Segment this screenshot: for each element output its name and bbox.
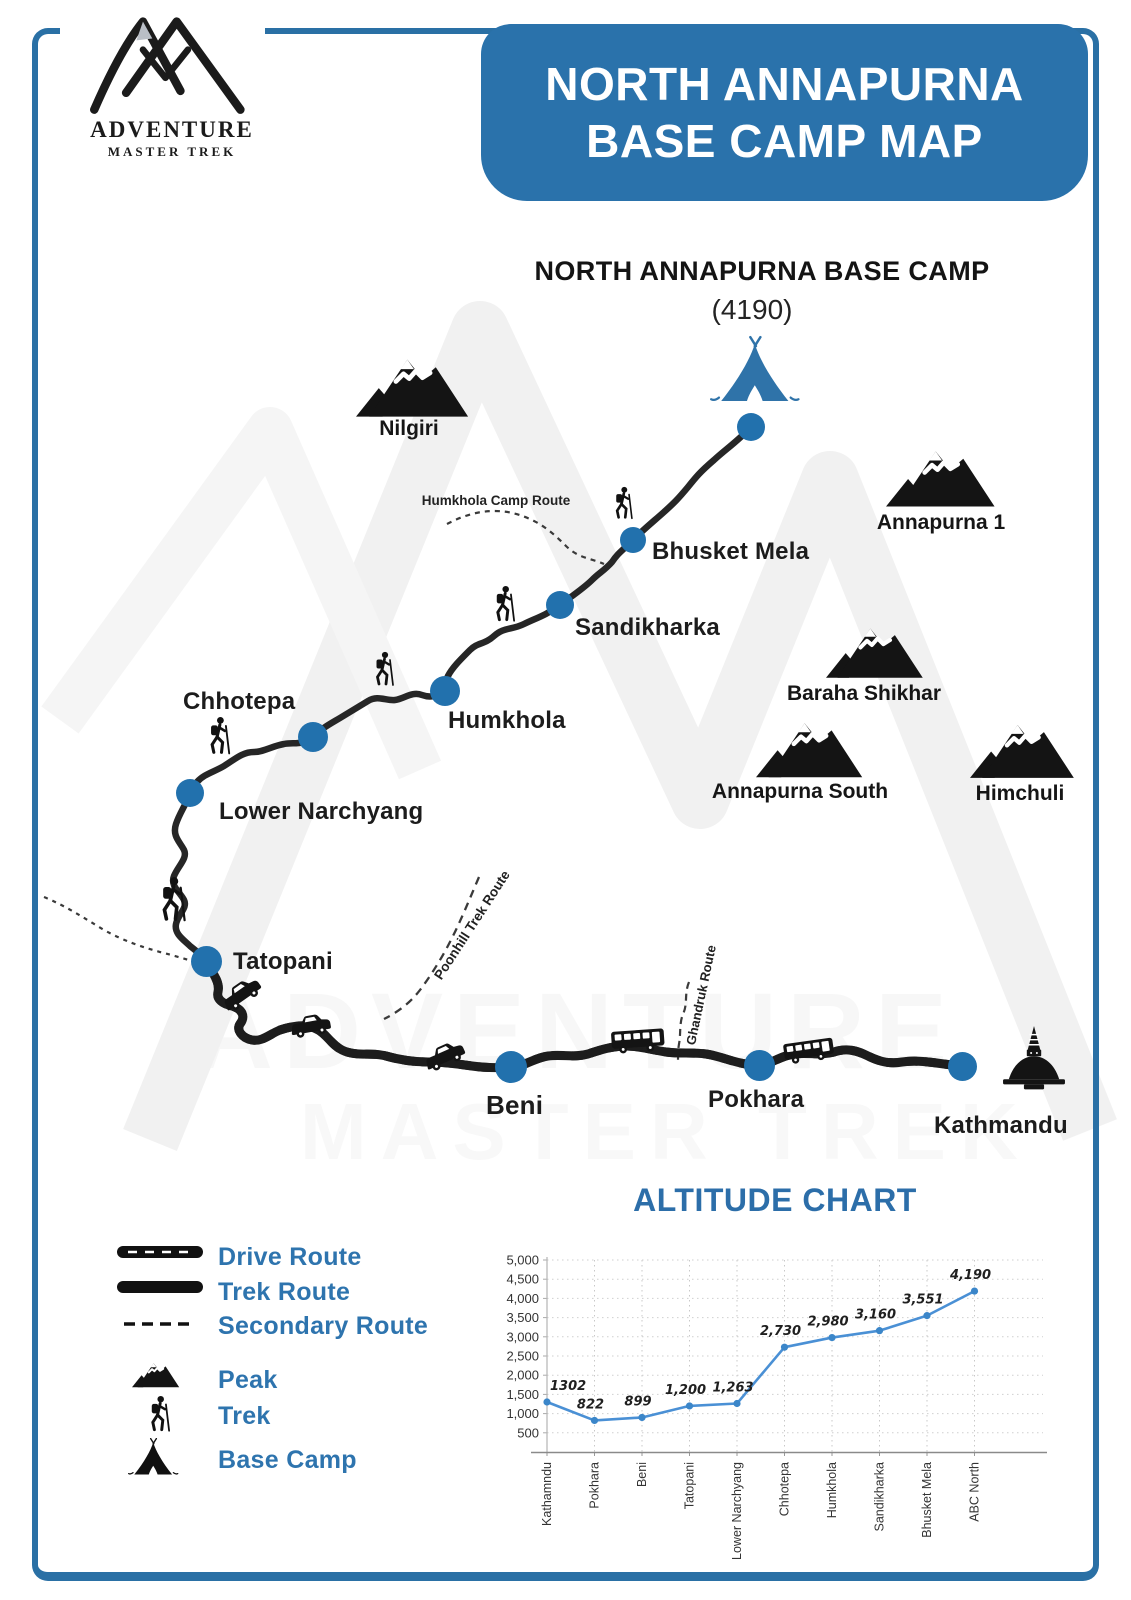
- peak-label-baraha-shikhar: Baraha Shikhar: [786, 682, 942, 705]
- stop-marker-humkhola: [430, 676, 460, 706]
- svg-text:3,000: 3,000: [506, 1329, 539, 1344]
- basecamp-marker: [737, 413, 765, 441]
- legend-label-base-camp: Base Camp: [218, 1446, 357, 1474]
- legend-label-trek: Trek: [218, 1402, 271, 1430]
- watermark-mountains: [41, 301, 1117, 1151]
- legend-label-drive-route: Drive Route: [218, 1243, 362, 1271]
- humkhola-camp-route-path: [446, 509, 605, 566]
- trekker-icon-2: [495, 584, 516, 623]
- map-label-pokhara: Pokhara: [708, 1086, 805, 1113]
- svg-text:822: 822: [577, 1397, 604, 1412]
- brand-name: ADVENTURE: [90, 117, 254, 142]
- legend-label-trek-route: Trek Route: [218, 1278, 351, 1306]
- svg-text:Chhotepa: Chhotepa: [778, 1462, 792, 1516]
- stop-marker-chhotepa: [298, 722, 328, 752]
- svg-text:4,000: 4,000: [506, 1291, 539, 1306]
- secondary-route-swatch: [124, 1322, 196, 1326]
- svg-text:3,500: 3,500: [506, 1310, 539, 1325]
- map-label-bhusket-mela: Bhusket Mela: [652, 538, 810, 565]
- svg-text:1,263: 1,263: [712, 1381, 753, 1396]
- stop-marker-pokhara: [744, 1050, 775, 1081]
- svg-text:1302: 1302: [550, 1379, 586, 1394]
- basecamp-elevation: (4190): [711, 294, 793, 325]
- annapurna-south-peak-icon: [756, 723, 862, 777]
- poster-title-line1: NORTH ANNAPURNA: [545, 57, 1024, 110]
- trekker-icon-1: [614, 485, 634, 520]
- base-camp-legend-icon: [128, 1438, 179, 1476]
- peak-label-annapurna1: Annapurna 1: [876, 511, 1006, 534]
- svg-text:3,551: 3,551: [902, 1293, 943, 1308]
- map-label-beni: Beni: [486, 1090, 544, 1120]
- ghandruk-route-path: [676, 981, 691, 1062]
- drive-route-swatch: [117, 1246, 203, 1258]
- svg-text:Humkhola: Humkhola: [825, 1462, 839, 1518]
- mountain-logo-icon: [90, 17, 245, 114]
- svg-text:1,500: 1,500: [506, 1387, 539, 1402]
- svg-text:899: 899: [624, 1394, 651, 1409]
- svg-text:Kathamndu: Kathamndu: [540, 1462, 554, 1526]
- map-label-chhotepa: Chhotepa: [183, 688, 296, 715]
- svg-text:Tatopani: Tatopani: [683, 1462, 697, 1509]
- legend-label-peak: Peak: [218, 1366, 278, 1394]
- altitude-chart-title: ALTITUDE CHART: [633, 1182, 917, 1218]
- trekker-icon-4: [209, 715, 231, 755]
- svg-text:Bhusket Mela: Bhusket Mela: [920, 1462, 934, 1538]
- map-label-sandikharka: Sandikharka: [575, 614, 720, 641]
- poster-title-line2: BASE CAMP MAP: [586, 114, 983, 167]
- trek-route-path: [169, 423, 755, 966]
- svg-text:3,160: 3,160: [855, 1308, 896, 1323]
- annapurna1-peak-icon: [886, 451, 995, 506]
- svg-text:Lower Narchyang: Lower Narchyang: [730, 1462, 744, 1560]
- poonhill-trek-route-path: [383, 876, 481, 1021]
- svg-text:5,000: 5,000: [506, 1253, 539, 1268]
- map-label-kathmandu: Kathmandu: [934, 1112, 1068, 1139]
- bus-icon-2: [782, 1037, 835, 1066]
- svg-text:2,980: 2,980: [807, 1315, 848, 1330]
- svg-text:2,730: 2,730: [760, 1324, 801, 1339]
- west-secondary-route-path: [43, 895, 193, 963]
- stop-marker-bhusket-mela: [620, 527, 646, 553]
- svg-text:1,000: 1,000: [506, 1406, 539, 1421]
- brand-logo: ADVENTURE MASTER TREK: [58, 4, 286, 160]
- secondary-routes: [43, 509, 691, 1062]
- svg-text:Pokhara: Pokhara: [588, 1462, 602, 1509]
- legend-label-secondary-route: Secondary Route: [218, 1312, 429, 1340]
- altitude-chart: 500 1,000 1,500 2,000 2,500 3,000 3,500 4,000 4,…: [495, 1245, 1075, 1600]
- peak-legend-icon: [132, 1362, 180, 1389]
- poster-title-box: NORTH ANNAPURNA BASE CAMP MAP: [481, 24, 1088, 201]
- map-label-lower-narchyang: Lower Narchyang: [219, 798, 424, 825]
- stop-marker-kathmandu: [948, 1052, 977, 1081]
- peak-label-annapurna-south: Annapurna South: [711, 780, 889, 803]
- peak-label-himchuli: Himchuli: [975, 782, 1065, 805]
- svg-text:2,000: 2,000: [506, 1368, 539, 1383]
- stop-marker-lower-narchyang: [176, 779, 204, 807]
- stop-marker-tatopani: [191, 946, 222, 977]
- svg-text:2,500: 2,500: [506, 1349, 539, 1364]
- svg-text:4,500: 4,500: [506, 1272, 539, 1287]
- stop-marker-sandikharka: [546, 591, 574, 619]
- peak-label-nilgiri: Nilgiri: [379, 417, 439, 440]
- trek-route-swatch: [117, 1281, 203, 1293]
- basecamp-heading: NORTH ANNAPURNA BASE CAMP: [534, 256, 990, 286]
- map-label-humkhola: Humkhola: [448, 707, 566, 734]
- base-camp-tent-icon: [709, 335, 800, 403]
- altitude-chart-plot: 500 1,000 1,500 2,000 2,500 3,000 3,500 4,000 4,…: [506, 1253, 1047, 1560]
- himchuli-peak-icon: [970, 725, 1074, 778]
- stop-marker-beni: [495, 1051, 527, 1083]
- svg-text:500: 500: [517, 1425, 539, 1440]
- route-label-humkhola-camp: Humkhola Camp Route: [421, 493, 571, 508]
- brand-subname: MASTER TREK: [107, 144, 237, 159]
- svg-text:ABC North: ABC North: [968, 1462, 982, 1522]
- svg-text:Beni: Beni: [635, 1462, 649, 1487]
- svg-text:4,190: 4,190: [949, 1268, 991, 1283]
- map-label-tatopani: Tatopani: [233, 948, 333, 975]
- svg-text:1,200: 1,200: [665, 1383, 706, 1398]
- drive-route-centerline: [207, 962, 962, 1068]
- svg-text:Sandikharka: Sandikharka: [873, 1462, 887, 1532]
- trek-legend-icon: [150, 1395, 171, 1433]
